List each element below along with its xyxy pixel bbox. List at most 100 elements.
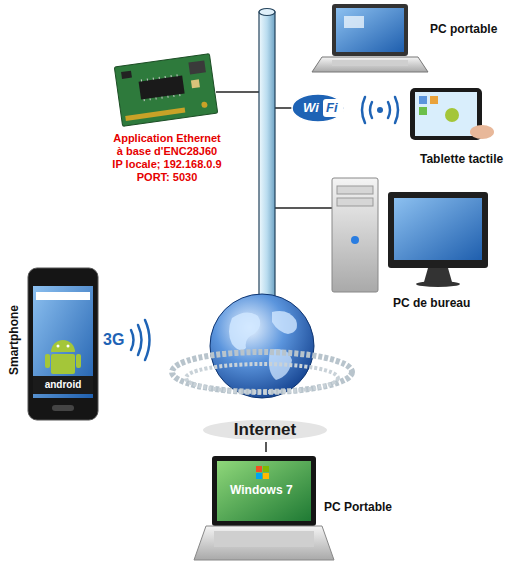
enc28j60-board-part-part (153, 78, 154, 80)
laptop-bottom-part (217, 461, 311, 521)
tablet-part (445, 108, 459, 122)
tablet-part (419, 96, 427, 104)
laptop-top-part (312, 57, 428, 72)
desktop-node: PC de bureau (325, 172, 505, 314)
internet-globe-part (272, 311, 297, 334)
device-label: PORT: 5030 (104, 171, 230, 184)
device-label: Smartphone (7, 300, 21, 380)
laptop-node: PC Portable (200, 452, 400, 566)
device-label: PC de bureau (393, 296, 470, 310)
enc28j60-board-part (114, 54, 217, 127)
smartphone (28, 268, 98, 420)
device-label: IP locale; 192.168.0.9 (104, 158, 230, 171)
enc28j60-board-part (191, 79, 200, 88)
internet-globe-part (210, 294, 314, 398)
network-link (265, 442, 267, 452)
smartphone-node: Smartphone (5, 262, 105, 427)
desktop-pc-part (388, 192, 488, 268)
laptop-top-part (332, 60, 408, 66)
tablet-node: Tablette tactile (400, 82, 525, 168)
desktop-pc-part (394, 198, 482, 260)
enc28j60-board-part-part (176, 74, 177, 76)
laptop-bottom-part (214, 531, 314, 547)
enc28j60-board-part-part (165, 76, 166, 78)
wifi-waves-part (388, 102, 390, 118)
device-label: Internet (170, 420, 360, 440)
enc28j60-board-part (125, 108, 185, 121)
laptop-top-part (336, 8, 404, 52)
enc28j60-board-part-part (144, 99, 145, 101)
wifi-waves-part (395, 97, 398, 123)
laptop-bottom-part (256, 466, 262, 472)
3g-waves-part (138, 325, 142, 355)
desktop-pc-part (416, 281, 460, 287)
device-label: Application Ethernet à base d'ENC28J60 (111, 132, 223, 158)
enc28j60-board-part (121, 71, 132, 79)
enc28j60-board-part-part (141, 79, 142, 81)
enc28j60-board-part-part (170, 75, 171, 77)
smartphone-part (57, 345, 60, 348)
laptop-bottom-part (212, 456, 316, 526)
wifi-logo-part (323, 99, 343, 117)
laptop-bottom-part (263, 473, 269, 479)
enc28j60-board-part-part (150, 98, 151, 100)
ethernet-bus (259, 9, 275, 297)
laptop-bottom-part (263, 466, 269, 472)
enc28j60-board-part-part (147, 79, 148, 81)
desktop-pc-part (332, 178, 378, 292)
enc28j60-board-part-part (179, 94, 180, 96)
tablet-part (419, 107, 427, 115)
wifi-waves-part (362, 97, 365, 123)
screen-text: Windows 7 (230, 483, 293, 497)
internet-globe-part (229, 312, 260, 350)
tablet-part (470, 125, 494, 139)
enc28j60-board-part-part (155, 97, 156, 99)
wifi-logo-text: Wi (303, 100, 319, 116)
smartphone-part (67, 345, 70, 348)
wifi-logo-part (292, 94, 344, 122)
tablet (410, 88, 494, 140)
enc28j60-board-part-part (159, 77, 160, 79)
wifi-waves (362, 97, 398, 123)
internet-globe (172, 294, 352, 440)
smartphone-part (33, 376, 93, 394)
smartphone-part (28, 268, 98, 420)
wifi-logo (292, 94, 344, 122)
network-wires-part (275, 207, 332, 209)
smartphone-part (52, 405, 74, 411)
tablet-part (415, 92, 477, 136)
wifi-waves-part (370, 102, 372, 118)
desktop-pc (332, 178, 488, 292)
enc28j60-board (114, 54, 217, 127)
3g-waves (131, 320, 150, 360)
device-label: PC portable (430, 22, 497, 36)
smartphone-part (33, 286, 93, 398)
desktop-pc-part (351, 236, 359, 244)
ethernet-bus-part (259, 9, 275, 16)
enc28j60-board-part (201, 101, 208, 108)
smartphone-part (76, 354, 81, 368)
laptop-node: PC portable (318, 0, 518, 76)
internet-node: Internet (170, 292, 362, 442)
internet-globe-part (172, 352, 352, 392)
laptop-top-part (344, 16, 364, 28)
laptop-top-part (332, 4, 408, 56)
device-label: Tablette tactile (420, 152, 503, 166)
smartphone-part (51, 354, 75, 374)
screen-logo-text: android (36, 378, 90, 392)
wifi-logo-text: Fi (326, 100, 338, 116)
network-wires-part (275, 107, 292, 109)
smartphone-part (36, 292, 90, 300)
wifi-waves-part (377, 107, 383, 113)
desktop-pc-part (337, 198, 373, 206)
network-type-label: 3G (103, 330, 124, 350)
device-label: PC Portable (324, 500, 392, 514)
enc28j60-board-part (188, 60, 206, 74)
3g-waves-part (131, 330, 134, 350)
laptop-bottom-part (256, 473, 262, 479)
enc28j60-board-part-part (167, 96, 168, 98)
smartphone-part (45, 354, 50, 368)
network-wires-part (216, 91, 259, 93)
ethernet-bus-part (259, 12, 275, 296)
ethernet-board-node: Application Ethernet à base d'ENC28J60IP… (104, 48, 232, 188)
